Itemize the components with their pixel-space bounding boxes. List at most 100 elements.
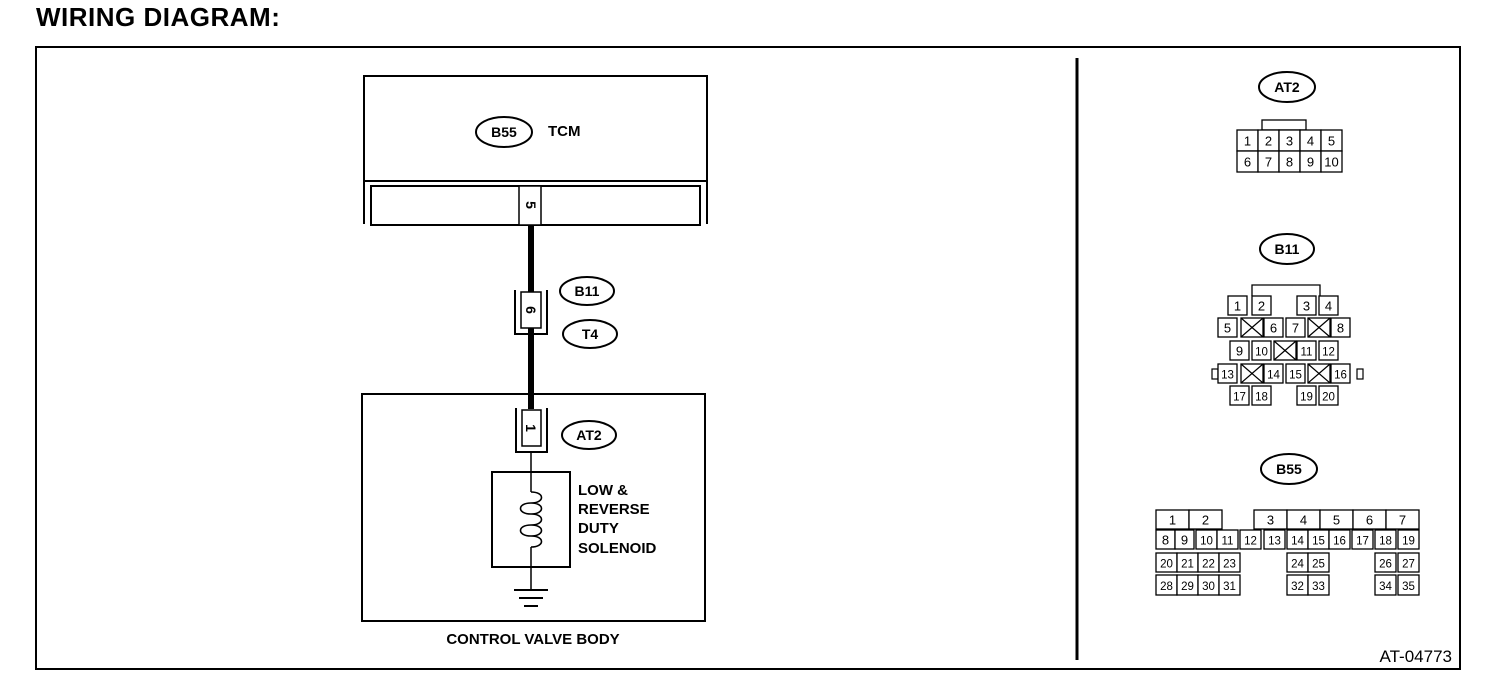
solenoid-label-line4: SOLENOID [578,540,657,557]
b11-pin-cell: 13 [1217,363,1238,384]
harness-pin-number: 6 [523,306,539,314]
b11-pin-cell: 11 [1296,340,1317,361]
at2-oval [561,420,617,450]
svg-text:31: 31 [1223,581,1236,593]
b55-pin-cell: 17 [1351,529,1374,550]
b55-pin-cell: 8 [1155,529,1176,550]
at2-pin-cell: 3 [1278,129,1301,152]
at2-pin-cell: 10 [1320,150,1343,173]
b11-pin-cell: 9 [1229,340,1250,361]
at2-id: AT2 [576,427,602,443]
b11-oval [559,276,615,306]
svg-text:11: 11 [1301,347,1313,359]
svg-text:8: 8 [1162,533,1169,548]
at2-pin-cell: 9 [1299,150,1322,173]
b11-pin-cell: 8 [1330,317,1351,338]
blank-pin-cross [1273,340,1297,361]
svg-text:13: 13 [1268,536,1281,548]
svg-text:17: 17 [1356,536,1369,548]
svg-text:12: 12 [1322,347,1335,359]
b55-pin-cell: 19 [1397,529,1420,550]
svg-text:9: 9 [1307,155,1314,170]
svg-text:14: 14 [1267,370,1280,382]
svg-text:19: 19 [1402,536,1415,548]
svg-text:20: 20 [1160,559,1173,571]
b55-pin-cell: 29 [1176,574,1199,596]
b55-pin-cell: 30 [1197,574,1220,596]
b55-pin-cell: 31 [1218,574,1241,596]
svg-text:26: 26 [1379,559,1392,571]
svg-text:6: 6 [1244,155,1251,170]
svg-text:23: 23 [1223,559,1236,571]
b55-pin-cell: 7 [1385,509,1420,530]
svg-text:7: 7 [1265,155,1272,170]
blank-pin-cross [1307,363,1331,384]
b55-pin-cell: 4 [1286,509,1321,530]
b55-pin-cell: 23 [1218,552,1241,573]
svg-text:14: 14 [1291,536,1304,548]
diagram-frame [35,46,1461,670]
b55-pin-cell: 21 [1176,552,1199,573]
b11-pin-cell: 14 [1263,363,1284,384]
svg-text:29: 29 [1181,581,1194,593]
svg-text:2: 2 [1258,299,1265,314]
ground-icon [514,589,548,607]
b55-pin-cell: 35 [1397,574,1420,596]
b55-pin-cell: 15 [1307,529,1330,550]
b55-pin-cell: 1 [1155,509,1190,530]
svg-text:24: 24 [1291,559,1304,571]
b55-pin-cell: 28 [1155,574,1178,596]
svg-text:1: 1 [1244,134,1251,149]
solenoid-coil-icon [519,491,543,548]
svg-text:18: 18 [1379,536,1392,548]
svg-text:20: 20 [1322,392,1335,404]
b55-pin-cell: 32 [1286,574,1309,596]
b55-pin-cell: 18 [1374,529,1397,550]
solenoid-label-line3: DUTY [578,520,619,537]
svg-text:9: 9 [1236,344,1243,359]
svg-text:33: 33 [1312,581,1325,593]
b55-pin-cell: 3 [1253,509,1288,530]
svg-text:34: 34 [1379,581,1392,593]
svg-text:4: 4 [1300,513,1307,528]
blank-pin-cross [1240,317,1264,338]
b11-pin-cell: 16 [1330,363,1351,384]
b11-pin-cell: 20 [1318,385,1339,406]
at2-pin-cell: 1 [1236,129,1259,152]
harness-connector: 6 B11 T4 [514,276,618,349]
pinout-b55-title: B55 [1276,461,1302,477]
b55-pin-cell: 33 [1307,574,1330,596]
valve-body-label: CONTROL VALVE BODY [446,631,619,648]
b55-pin-cell: 6 [1352,509,1387,530]
svg-text:12: 12 [1244,536,1257,548]
b11-pin-cell: 5 [1217,317,1238,338]
b55-pin-cell: 34 [1374,574,1397,596]
svg-text:5: 5 [1333,513,1340,528]
b55-pin-cell: 5 [1319,509,1354,530]
b55-pin-cell: 20 [1155,552,1178,573]
solenoid-label-line2: REVERSE [578,501,650,518]
blank-pin-cross [1240,363,1264,384]
tcm-unit: B55 TCM 5 [363,75,708,226]
svg-text:4: 4 [1307,134,1314,149]
b11-pin-cell: 10 [1251,340,1272,361]
svg-text:6: 6 [1270,321,1277,336]
svg-text:7: 7 [1292,321,1299,336]
t4-id: T4 [582,326,599,342]
tcm-connector-id: B55 [491,124,517,140]
figure-id: AT-04773 [1380,647,1452,666]
at2-pin-cell: 8 [1278,150,1301,173]
b55-pin-cell: 27 [1397,552,1420,573]
tcm-pin-number: 5 [523,201,539,209]
svg-text:28: 28 [1160,581,1173,593]
svg-text:19: 19 [1300,392,1313,404]
b11-pin-cell: 4 [1318,295,1339,316]
svg-text:35: 35 [1402,581,1415,593]
pinout-b11-title: B11 [1275,241,1300,257]
b55-pin-cell: 14 [1286,529,1309,550]
b55-pin-cell: 9 [1174,529,1195,550]
tcm-label: TCM [548,123,581,140]
tcm-connector-oval [475,116,533,148]
b11-pin-cell: 17 [1229,385,1250,406]
